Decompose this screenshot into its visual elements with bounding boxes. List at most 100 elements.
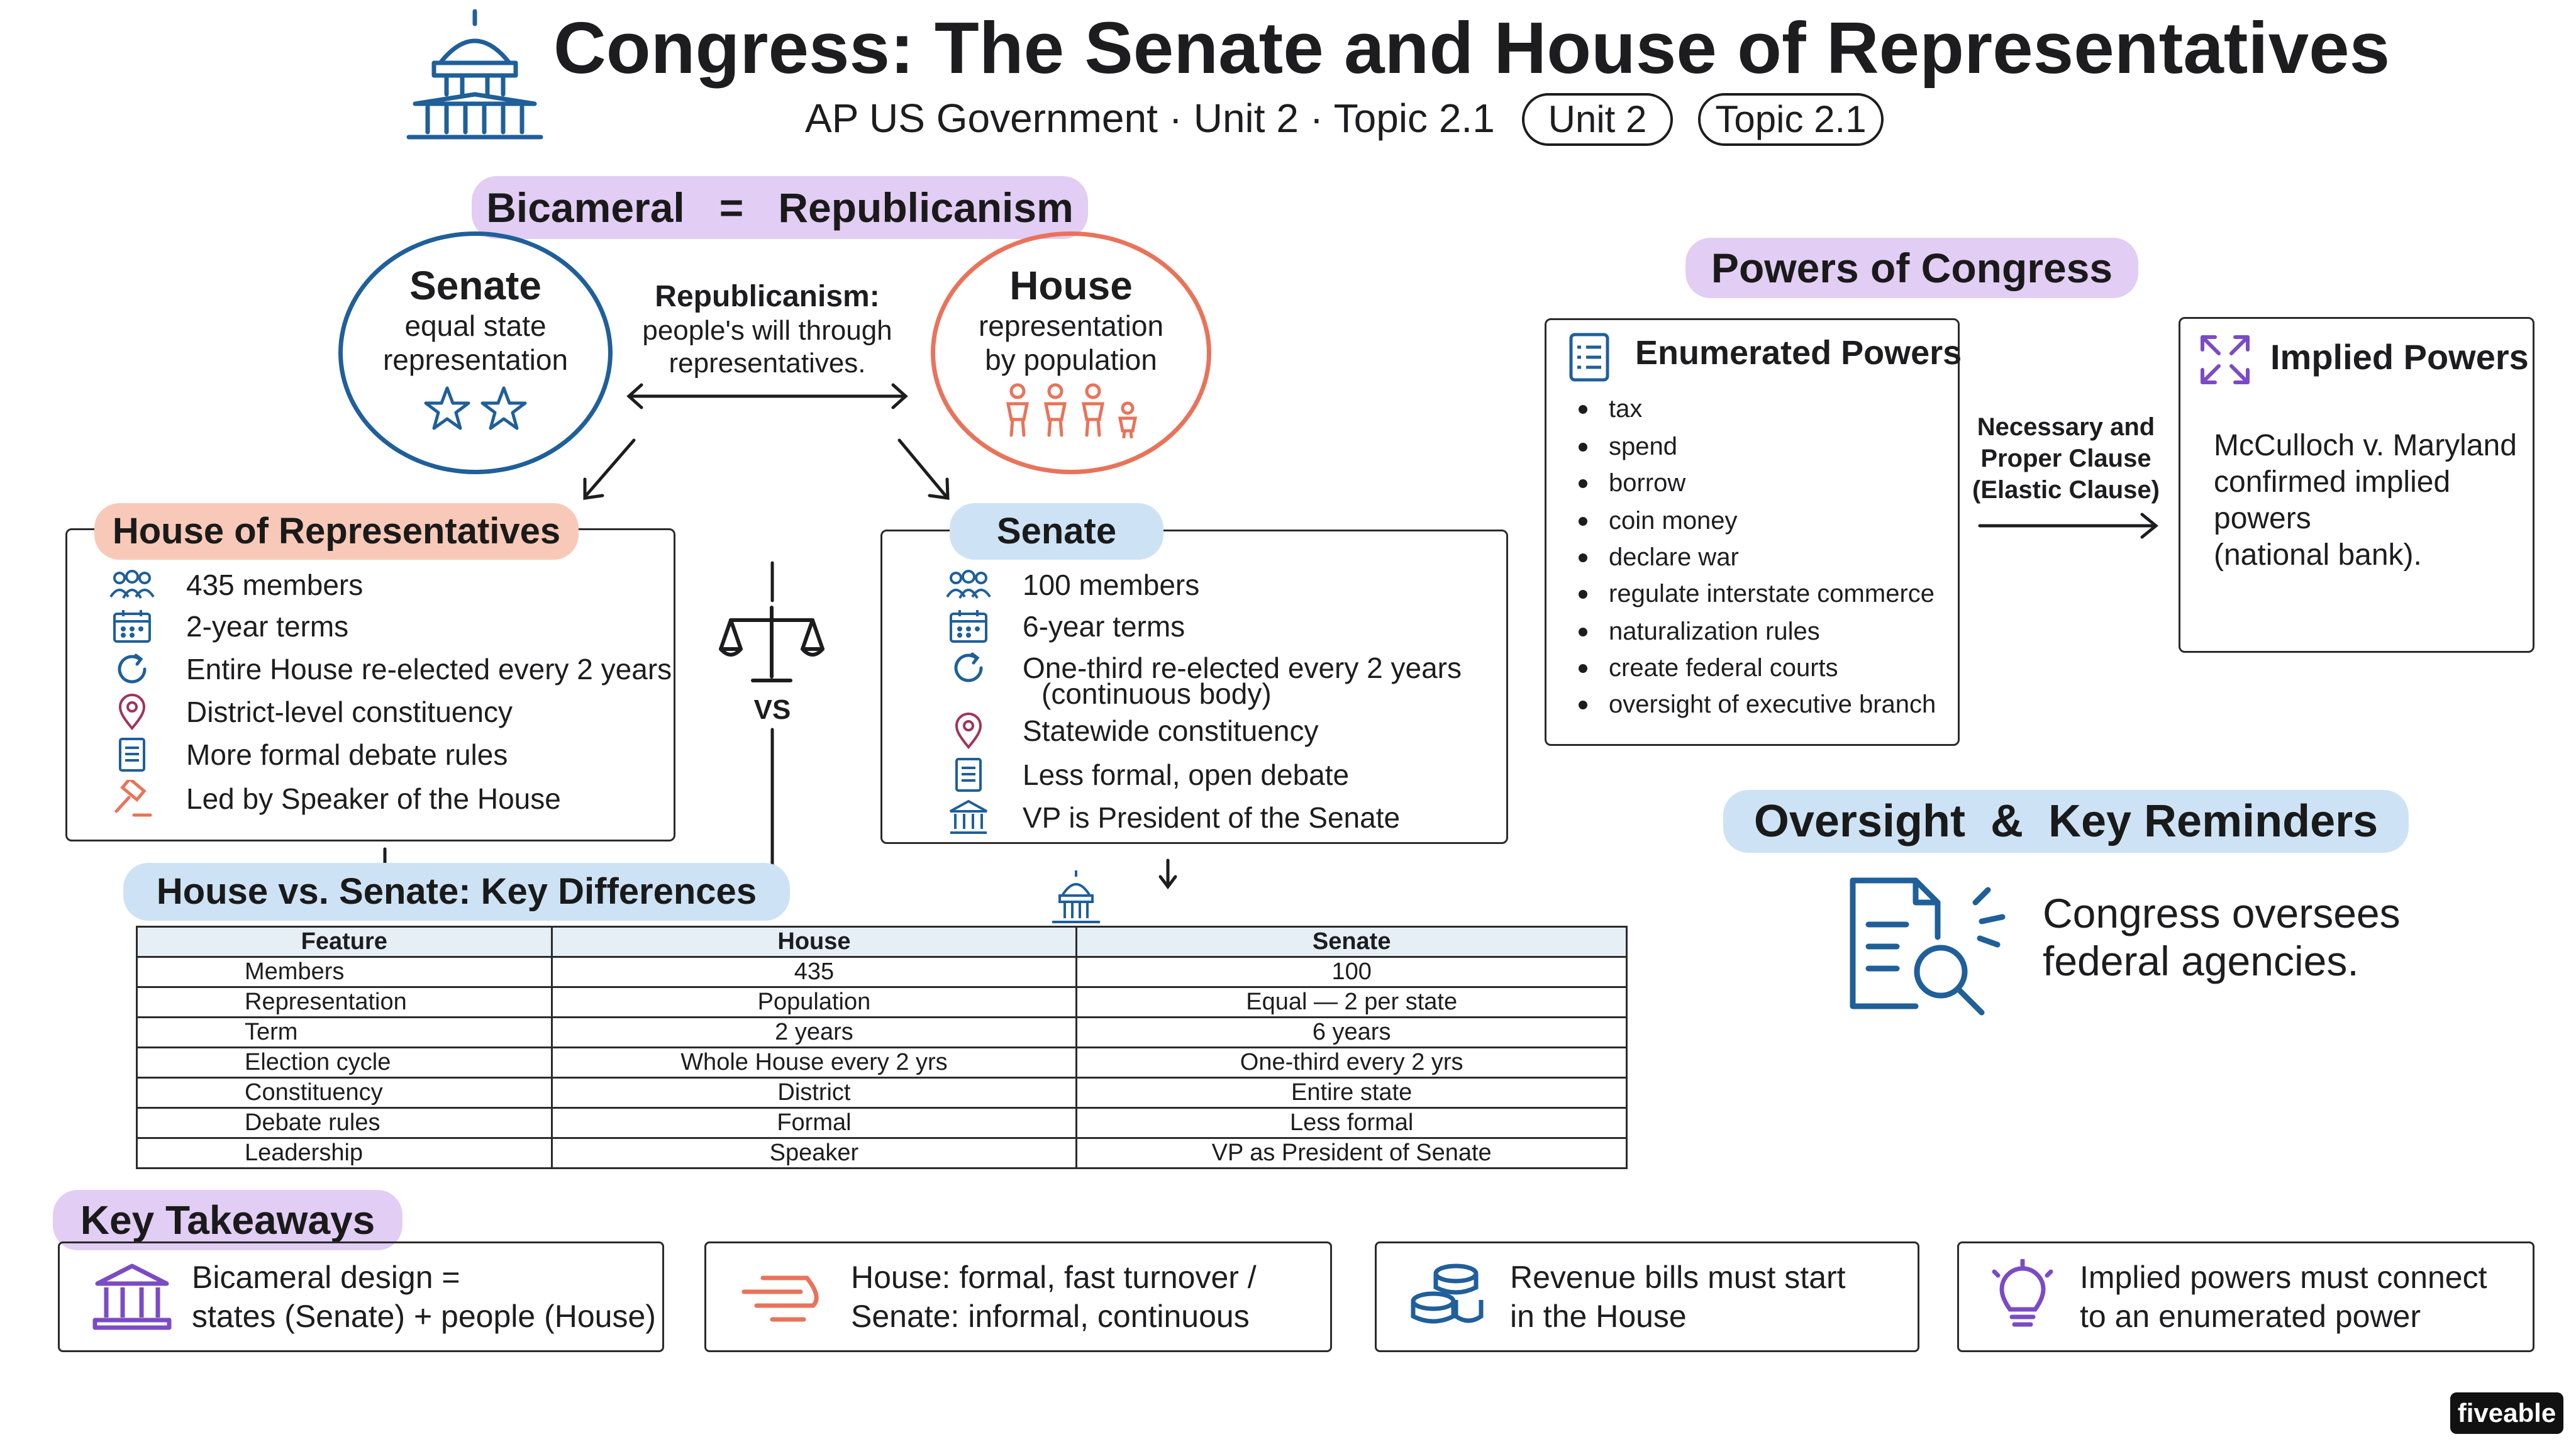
equals-sign: = xyxy=(719,184,744,231)
senate-item-reelection: One-third re-elected every 2 years xyxy=(943,647,1462,689)
house-item-text: District-level constituency xyxy=(186,696,513,728)
enumerated-item: regulate interstate commerce xyxy=(1579,580,1935,608)
bicameral-banner: Bicameral = Republicanism xyxy=(472,176,1088,239)
takeaway-text: Bicameral design = states (Senate) + peo… xyxy=(192,1260,656,1334)
house-circle-title: House xyxy=(1009,263,1133,308)
building-icon xyxy=(92,1263,172,1330)
topic-badge: Topic 2.1 xyxy=(1698,93,1884,146)
senate-circle-title: Senate xyxy=(409,263,541,308)
oversight-text: Congress oversees federal agencies. xyxy=(2043,890,2401,984)
calendar-icon xyxy=(943,608,994,645)
table-cell: 100 xyxy=(1075,956,1628,988)
table-cell: Population xyxy=(550,986,1078,1018)
house-circle-line2: by population xyxy=(985,343,1157,376)
table-cell: Speaker xyxy=(550,1137,1078,1169)
senate-item-continuous: (continuous body) xyxy=(1041,677,1272,710)
page-title: Congress: The Senate and House of Repres… xyxy=(553,7,2390,89)
house-item-constituency: District-level constituency xyxy=(107,691,513,733)
column-header: House xyxy=(550,926,1078,958)
senate-item-text: Less formal, open debate xyxy=(1023,758,1350,791)
senate-item-text: VP is President of the Senate xyxy=(1023,801,1401,834)
house-item-text: 435 members xyxy=(186,569,364,601)
republicanism-label: Republicanism xyxy=(778,184,1074,231)
list-icon xyxy=(1569,333,1609,382)
group-icon xyxy=(107,566,157,604)
gavel-icon xyxy=(107,780,157,818)
table-header-row: Feature House Senate xyxy=(136,926,1628,958)
group-icon xyxy=(943,566,994,604)
table-cell: Less formal xyxy=(1075,1107,1628,1139)
bicameral-label: Bicameral xyxy=(486,184,685,231)
table-cell: 6 years xyxy=(1075,1016,1628,1048)
house-item-reelection: Entire House re-elected every 2 years xyxy=(107,648,672,691)
table-cell: Term xyxy=(136,1016,553,1048)
table-cell: Election cycle xyxy=(136,1046,553,1079)
table-cell: Leadership xyxy=(136,1137,553,1169)
table-cell: One-third every 2 yrs xyxy=(1075,1046,1628,1079)
refresh-icon xyxy=(107,650,157,688)
speed-lines-icon xyxy=(741,1275,819,1322)
scale-icon xyxy=(719,606,824,682)
table-cell: Entire state xyxy=(1075,1077,1628,1109)
table-cell: VP as President of Senate xyxy=(1075,1137,1628,1169)
star-icon xyxy=(424,386,527,430)
table-cell: 435 xyxy=(550,956,1078,988)
takeaway-card-revenue: Revenue bills must start in the House xyxy=(1375,1241,1919,1352)
house-circle: House representation by population xyxy=(931,231,1211,474)
table-cell: Formal xyxy=(550,1107,1078,1139)
senate-circle-line2: representation xyxy=(382,343,569,376)
house-circle-line1: representation xyxy=(978,309,1164,342)
enumerated-item: coin money xyxy=(1579,507,1738,535)
location-pin-icon xyxy=(943,712,994,750)
differences-title: House vs. Senate: Key Differences xyxy=(123,863,790,921)
senate-item-terms: 6-year terms xyxy=(943,605,1185,648)
expand-arrows-icon xyxy=(2201,335,2250,384)
document-search-icon xyxy=(1850,877,2006,1016)
unit-badge: Unit 2 xyxy=(1522,93,1673,146)
table-cell: District xyxy=(550,1077,1078,1109)
takeaway-card-bicameral: Bicameral design = states (Senate) + peo… xyxy=(58,1241,664,1352)
enumerated-item: tax xyxy=(1579,395,1642,423)
senate-item-members: 100 members xyxy=(943,564,1199,606)
column-header: Feature xyxy=(136,926,553,958)
enumerated-item: spend xyxy=(1579,433,1677,461)
enumerated-item: borrow xyxy=(1579,469,1685,497)
takeaway-card-implied: Implied powers must connect to an enumer… xyxy=(1957,1241,2534,1352)
senate-circle: Senate equal state representation xyxy=(338,231,613,474)
republicanism-note-line2: representatives. xyxy=(669,348,866,379)
enumerated-item: oversight of executive branch xyxy=(1579,691,1936,719)
elastic-clause-label: Necessary and Proper Clause (Elastic Cla… xyxy=(1972,413,2160,504)
table-cell: Representation xyxy=(136,986,553,1018)
enumerated-item: create federal courts xyxy=(1579,654,1838,682)
house-item-text: 2-year terms xyxy=(186,610,349,643)
table-cell: Constituency xyxy=(136,1077,553,1109)
senate-circle-line1: equal state xyxy=(404,309,547,342)
enumerated-item: naturalization rules xyxy=(1579,618,1820,646)
refresh-icon xyxy=(943,649,994,687)
table-cell: Debate rules xyxy=(136,1107,553,1139)
house-item-text: More formal debate rules xyxy=(186,738,508,771)
location-pin-icon xyxy=(107,693,157,731)
takeaway-text: Implied powers must connect to an enumer… xyxy=(2080,1260,2487,1334)
vs-label: VS xyxy=(753,694,791,725)
senate-item-text: One-third re-elected every 2 years xyxy=(1023,652,1462,684)
enumerated-powers-title: Enumerated Powers xyxy=(1635,334,1962,372)
oversight-title: Oversight & Key Reminders xyxy=(1723,790,2409,853)
table-cell: Whole House every 2 yrs xyxy=(550,1046,1078,1079)
senate-item-leader: VP is President of the Senate xyxy=(943,796,1400,839)
table-cell: Members xyxy=(136,956,553,988)
house-item-text: Led by Speaker of the House xyxy=(186,782,561,815)
house-item-members: 435 members xyxy=(107,564,363,606)
house-item-leader: Led by Speaker of the House xyxy=(107,777,561,820)
house-item-text: Entire House re-elected every 2 years xyxy=(186,653,672,686)
republicanism-note-line1: people's will through xyxy=(642,315,892,346)
document-icon xyxy=(107,736,157,774)
takeaway-card-turnover: House: formal, fast turnover / Senate: i… xyxy=(704,1241,1332,1352)
senate-box-title: Senate xyxy=(950,503,1163,560)
